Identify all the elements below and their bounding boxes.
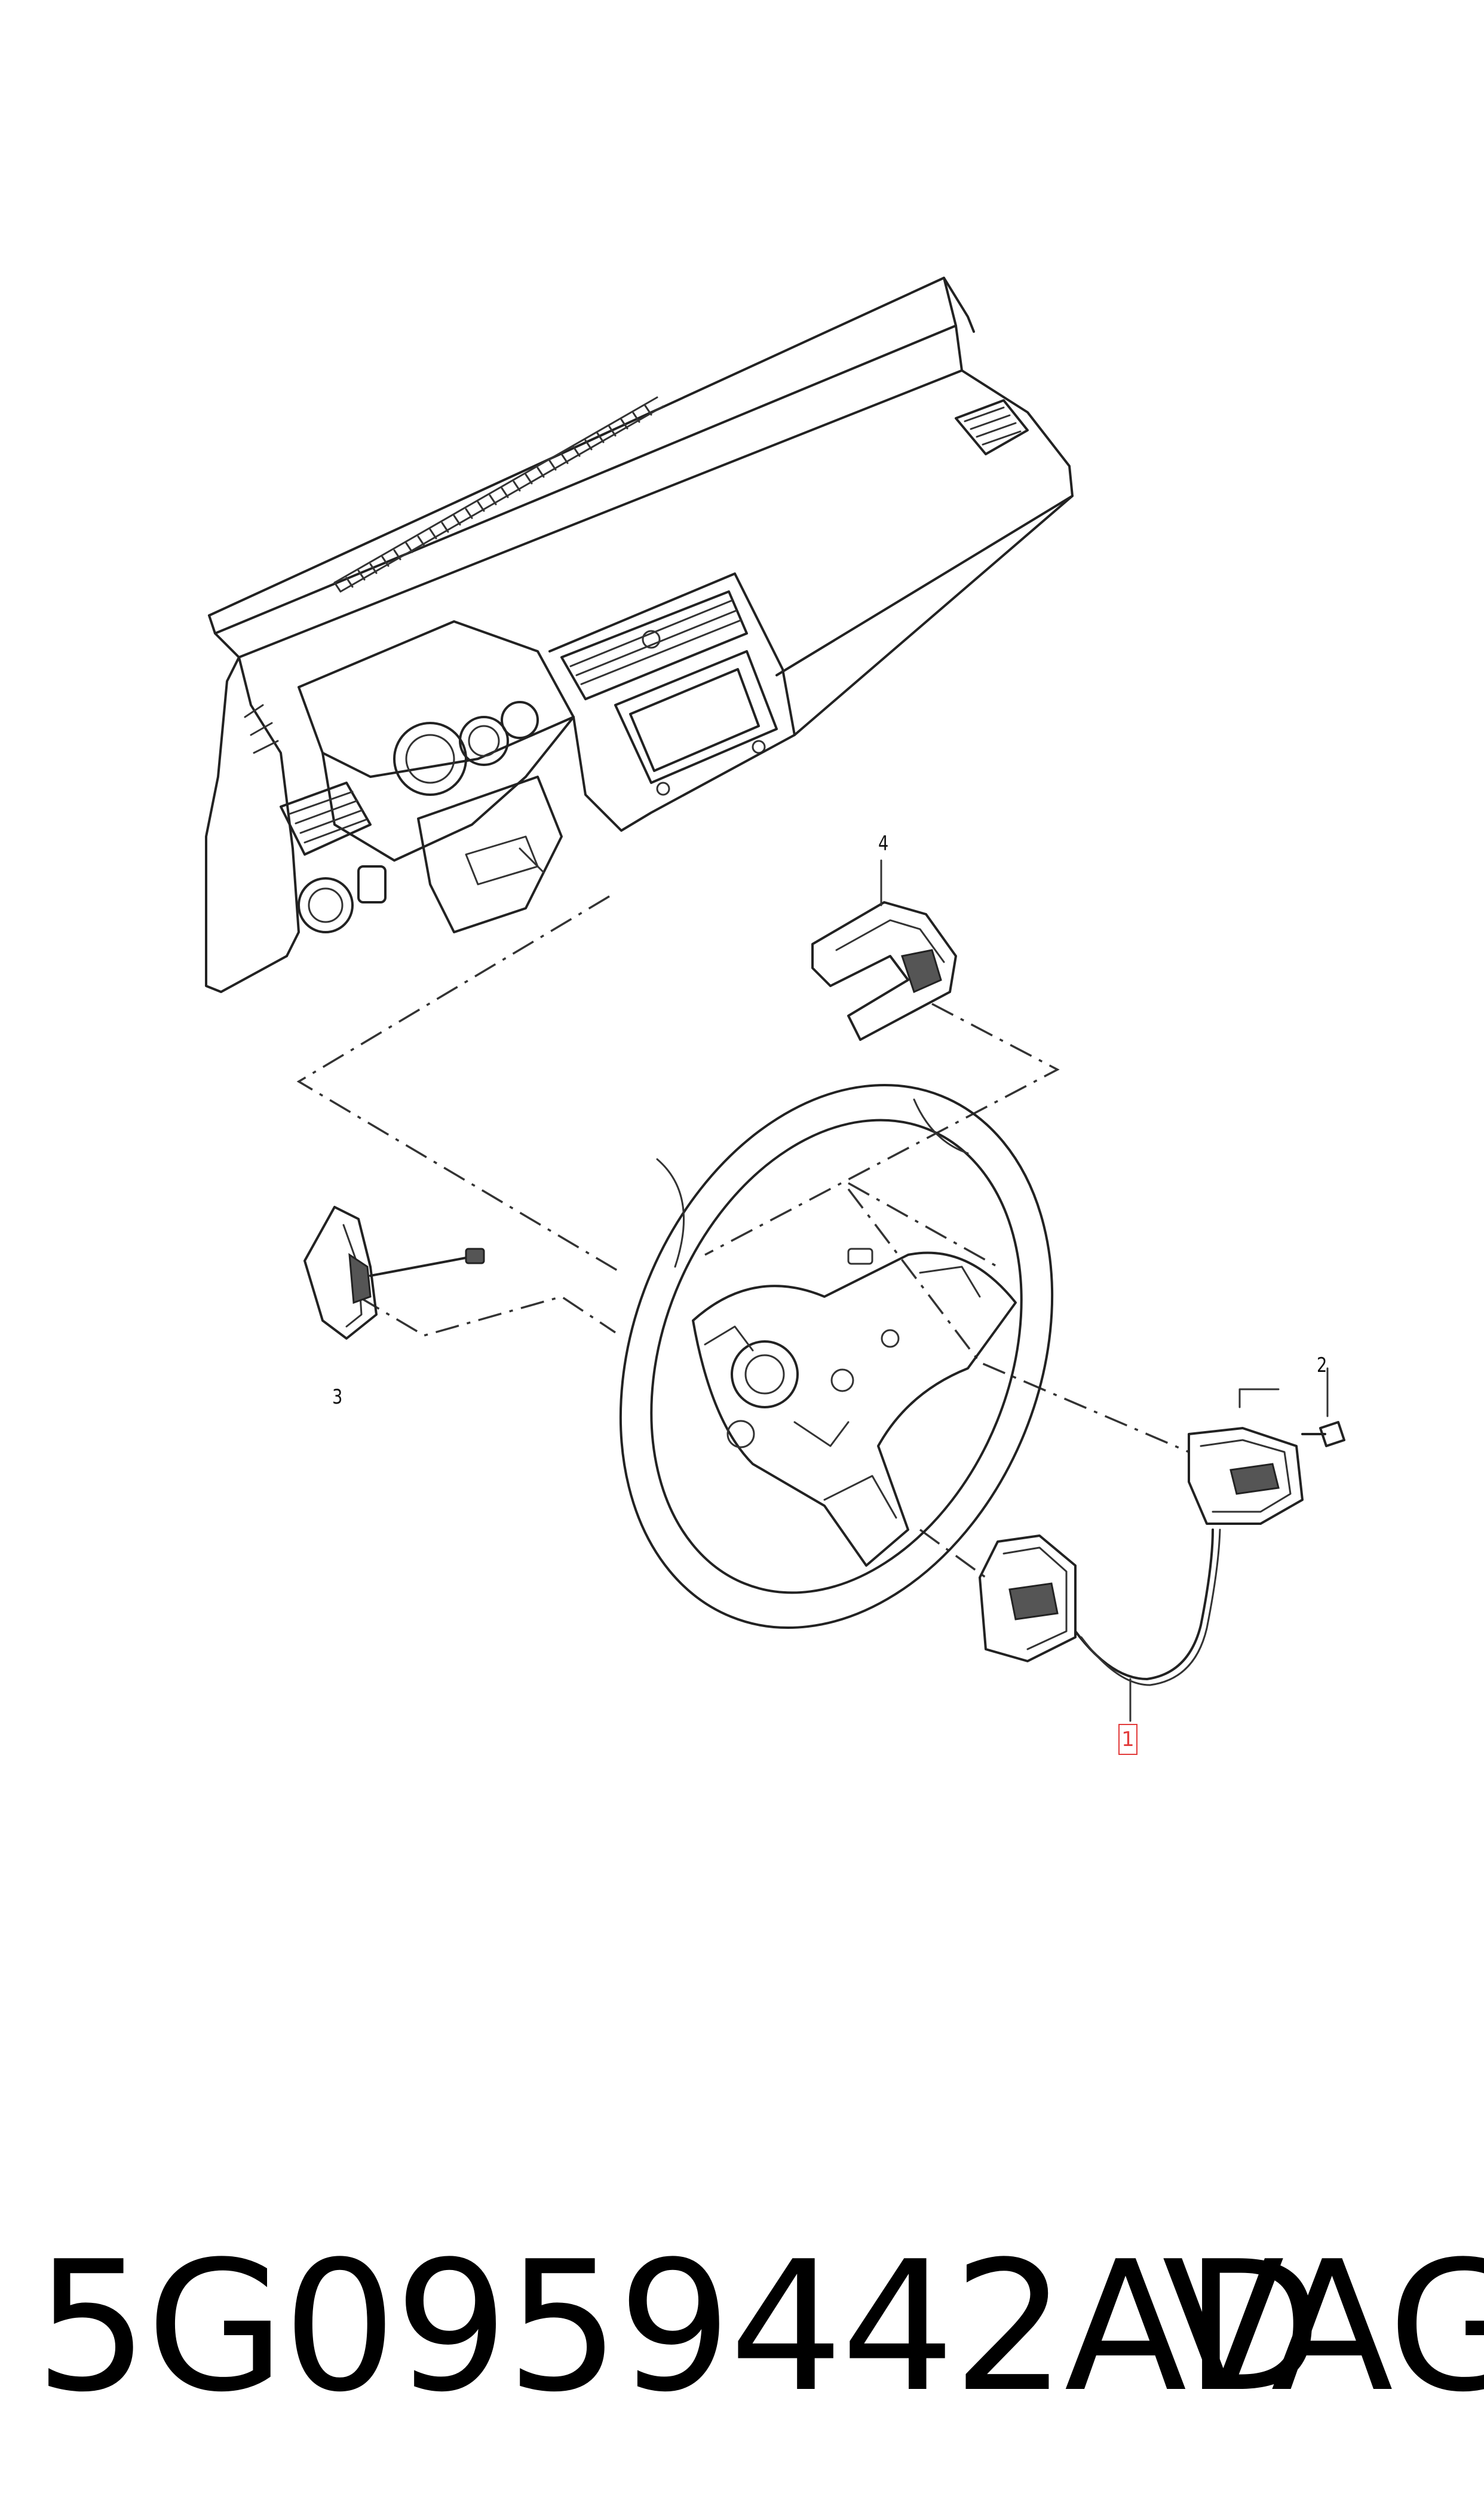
part-4-trim-cover bbox=[811, 859, 957, 1041]
part-1-multifunction-switch bbox=[979, 1427, 1304, 1722]
callout-2[interactable]: 2 bbox=[1317, 1353, 1327, 1377]
callout-3[interactable]: 3 bbox=[332, 1385, 343, 1409]
exploded-parts-diagram bbox=[205, 277, 1345, 1722]
assembly-guide-lines bbox=[296, 895, 1280, 1579]
part-number: 5G0959442AD bbox=[35, 2223, 1323, 2431]
brand-label: VAG bbox=[1162, 2223, 1484, 2431]
steering-wheel bbox=[619, 1083, 1054, 1629]
callout-4[interactable]: 4 bbox=[878, 832, 889, 856]
part-3-left-switch bbox=[303, 1206, 485, 1340]
callout-1[interactable]: 1 bbox=[1118, 1724, 1137, 1755]
part-2-screw bbox=[1301, 1367, 1345, 1447]
dashboard-illustration bbox=[205, 277, 1074, 993]
